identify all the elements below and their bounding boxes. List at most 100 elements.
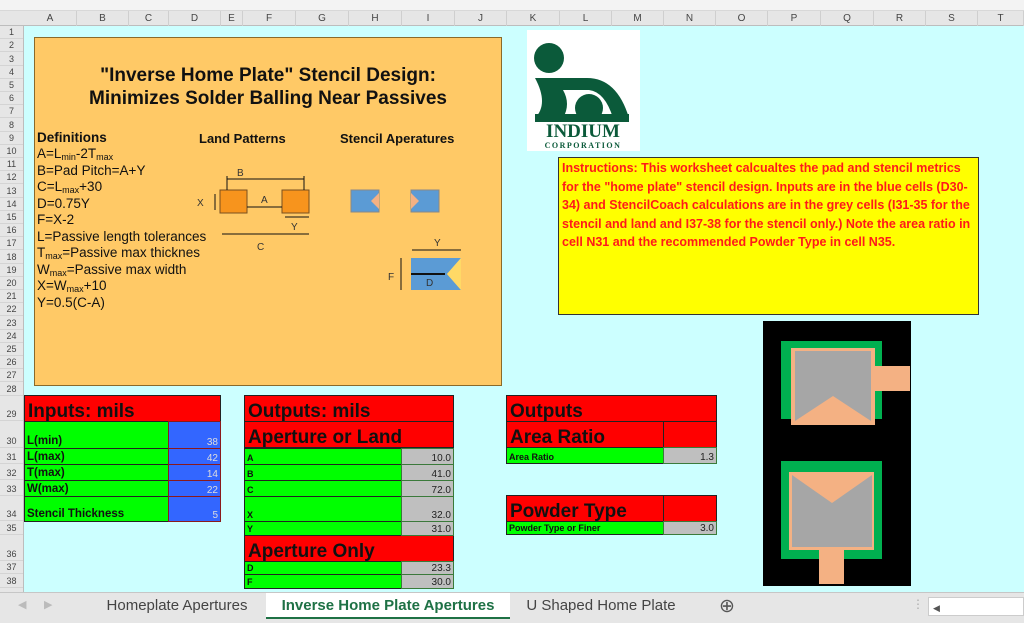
row-header-34[interactable]: 34: [0, 496, 23, 521]
splitter-handle-icon[interactable]: ⋮: [912, 597, 924, 611]
powder-type-value[interactable]: 3.0: [663, 521, 717, 535]
column-header-E[interactable]: E: [221, 11, 243, 26]
area-ratio-value[interactable]: 1.3: [663, 447, 717, 464]
row-header-22[interactable]: 22: [0, 303, 23, 317]
row-header-28[interactable]: 28: [0, 382, 23, 396]
horizontal-scrollbar[interactable]: ◀: [928, 597, 1024, 616]
output-value[interactable]: 32.0: [401, 496, 454, 522]
land-pattern-drawing: [214, 176, 310, 235]
column-header-P[interactable]: P: [768, 11, 821, 26]
row-header-13[interactable]: 13: [0, 184, 23, 198]
row-header-24[interactable]: 24: [0, 330, 23, 343]
column-header-Q[interactable]: Q: [821, 11, 874, 26]
row-header-33[interactable]: 33: [0, 480, 23, 496]
column-header-K[interactable]: K: [507, 11, 560, 26]
row-header-14[interactable]: 14: [0, 198, 23, 211]
tab-scroll-right-icon[interactable]: ▶: [44, 599, 53, 611]
row-header-25[interactable]: 25: [0, 343, 23, 356]
outputs2-header: Outputs: [506, 395, 717, 422]
row-header-3[interactable]: 3: [0, 52, 23, 66]
column-header-G[interactable]: G: [296, 11, 349, 26]
column-header-O[interactable]: O: [716, 11, 768, 26]
row-header-20[interactable]: 20: [0, 277, 23, 290]
logo-mark-icon: INDIUM CORPORATION: [534, 43, 629, 150]
area-ratio-label: Area Ratio: [506, 447, 664, 464]
output-label: Y: [244, 521, 402, 536]
row-header-31[interactable]: 31: [0, 448, 23, 464]
row-header-29[interactable]: 29: [0, 396, 23, 421]
column-header-D[interactable]: D: [169, 11, 221, 26]
row-header-38[interactable]: 38: [0, 574, 23, 588]
input-value[interactable]: 5: [168, 496, 221, 522]
land-stencil-diagram: B A X Y C Y F D: [197, 168, 461, 290]
column-header-T[interactable]: T: [978, 11, 1024, 26]
row-header-21[interactable]: 21: [0, 290, 23, 304]
output-value[interactable]: 31.0: [401, 521, 454, 536]
row-header-17[interactable]: 17: [0, 237, 23, 251]
aperture-only-header: Aperture Only: [244, 535, 454, 562]
dim-x: X: [197, 198, 204, 209]
row-header-26[interactable]: 26: [0, 356, 23, 370]
input-value[interactable]: 42: [168, 448, 221, 465]
column-header-A[interactable]: A: [24, 11, 77, 26]
definitions-heading: Definitions: [37, 130, 107, 145]
tab-scroll-left-icon[interactable]: ◀: [18, 599, 27, 611]
input-value[interactable]: 22: [168, 480, 221, 497]
column-header-J[interactable]: J: [455, 11, 507, 26]
column-header-L[interactable]: L: [560, 11, 612, 26]
row-header-5[interactable]: 5: [0, 79, 23, 92]
row-header-30[interactable]: 30: [0, 421, 23, 448]
row-header-1[interactable]: 1: [0, 26, 23, 40]
row-header-6[interactable]: 6: [0, 92, 23, 106]
output-value[interactable]: 72.0: [401, 480, 454, 497]
tab-homeplate-apertures[interactable]: Homeplate Apertures: [106, 597, 248, 614]
input-label: L(max): [24, 448, 169, 465]
output-value[interactable]: 10.0: [401, 448, 454, 465]
column-header-M[interactable]: M: [612, 11, 664, 26]
output-label: X: [244, 496, 402, 522]
row-header-9[interactable]: 9: [0, 132, 23, 145]
row-header-37[interactable]: 37: [0, 561, 23, 574]
def-l: L=Passive length tolerances: [37, 229, 207, 244]
def-c: C=Lmax+30: [37, 179, 103, 195]
column-header-F[interactable]: F: [243, 11, 296, 26]
input-value[interactable]: 14: [168, 464, 221, 481]
row-header-8[interactable]: 8: [0, 118, 23, 132]
aperture-only-value[interactable]: 30.0: [401, 574, 454, 589]
input-value[interactable]: 38: [168, 421, 221, 449]
tab-u-shaped-home-plate[interactable]: U Shaped Home Plate: [526, 597, 676, 614]
output-value[interactable]: 41.0: [401, 464, 454, 481]
column-header-B[interactable]: B: [77, 11, 129, 26]
row-header-18[interactable]: 18: [0, 250, 23, 264]
column-header-C[interactable]: C: [129, 11, 169, 26]
row-header-2[interactable]: 2: [0, 39, 23, 53]
row-header-19[interactable]: 19: [0, 264, 23, 277]
column-header-I[interactable]: I: [402, 11, 455, 26]
row-header-4[interactable]: 4: [0, 66, 23, 79]
row-header-11[interactable]: 11: [0, 158, 23, 172]
powder-type-label: Powder Type or Finer: [506, 521, 664, 535]
scroll-left-icon[interactable]: ◀: [933, 603, 940, 613]
row-header-16[interactable]: 16: [0, 224, 23, 238]
tab-inverse-home-plate-apertures[interactable]: Inverse Home Plate Apertures: [266, 593, 510, 619]
column-header-S[interactable]: S: [926, 11, 978, 26]
row-header-36[interactable]: 36: [0, 535, 23, 561]
column-header-R[interactable]: R: [874, 11, 926, 26]
column-header-N[interactable]: N: [664, 11, 716, 26]
row-header-27[interactable]: 27: [0, 369, 23, 383]
row-header-7[interactable]: 7: [0, 105, 23, 119]
add-sheet-icon[interactable]: ⊕: [719, 596, 735, 617]
row-header-32[interactable]: 32: [0, 464, 23, 480]
row-header-15[interactable]: 15: [0, 211, 23, 224]
def-w: Wmax=Passive max width: [37, 262, 187, 278]
formula-bar-strip: [0, 0, 1024, 11]
row-header-12[interactable]: 12: [0, 171, 23, 185]
row-header-10[interactable]: 10: [0, 145, 23, 158]
row-header-23[interactable]: 23: [0, 316, 23, 330]
aperture-only-value[interactable]: 23.3: [401, 561, 454, 575]
column-header-H[interactable]: H: [349, 11, 402, 26]
def-y: Y=0.5(C-A): [37, 295, 105, 310]
row-header-35[interactable]: 35: [0, 521, 23, 535]
